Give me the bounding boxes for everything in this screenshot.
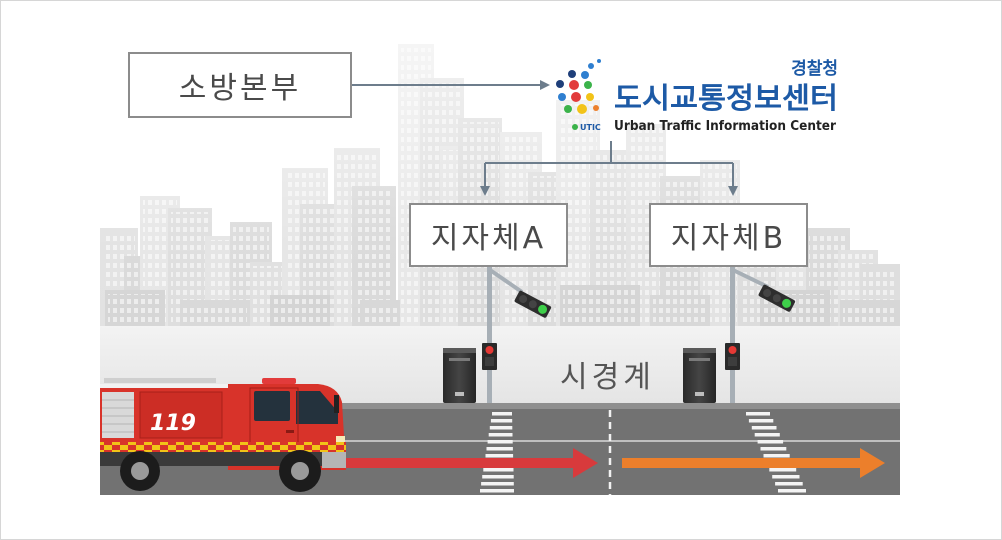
- traffic-signal-icon: [758, 284, 796, 312]
- crosswalk-stripe: [485, 454, 514, 458]
- building: [840, 300, 900, 330]
- crosswalk-stripe: [754, 433, 780, 437]
- signal-arm: [732, 268, 769, 289]
- building: [180, 300, 250, 330]
- signal-controller-icon: [683, 348, 716, 403]
- route-arrow-orange: [622, 448, 885, 478]
- lowrise-buildings: [105, 285, 900, 330]
- building-windows: [363, 304, 397, 330]
- checker-stripe: [100, 442, 346, 452]
- route-arrow-red: [345, 448, 598, 478]
- crosswalk-stripe: [482, 475, 514, 479]
- crosswalk-b: [746, 412, 806, 493]
- connector-hq-to-utic: [352, 80, 550, 90]
- signal-pole: [487, 258, 492, 406]
- arrow-right-icon: [860, 448, 885, 478]
- roof-light: [262, 378, 296, 384]
- arrowhead-icon: [540, 80, 550, 90]
- crosswalk-stripe: [757, 440, 784, 444]
- building-windows: [273, 299, 327, 330]
- traffic-signal-a: [443, 258, 552, 406]
- crosswalk-stripe: [490, 419, 513, 423]
- equipment-shutter: [102, 392, 134, 438]
- building-windows: [843, 304, 897, 330]
- signal-arm: [488, 268, 524, 294]
- arrow-right-icon: [573, 448, 598, 478]
- building-windows: [108, 294, 162, 330]
- crosswalk-stripe: [486, 447, 513, 451]
- wheel: [279, 450, 321, 492]
- building-windows: [183, 304, 247, 330]
- local-gov-a-box: 지자체A: [409, 203, 568, 267]
- crosswalk-stripe: [488, 433, 513, 437]
- signal-pole: [730, 258, 735, 406]
- arrowhead-icon: [728, 186, 738, 196]
- pedestrian-signal-icon: [482, 343, 497, 370]
- fire-hq-box: 소방본부: [128, 52, 352, 118]
- crosswalk-stripe: [481, 482, 514, 486]
- building: [360, 300, 400, 330]
- utic-logo-text: UTIC: [580, 123, 601, 132]
- arrowhead-icon: [480, 186, 490, 196]
- crosswalk-stripe: [763, 454, 790, 458]
- headlight: [336, 436, 345, 442]
- crosswalk-stripe: [480, 489, 514, 493]
- ladder-rack: [104, 378, 216, 383]
- fire-hq-label: 소방본부: [178, 71, 302, 106]
- traffic-signal-b: [683, 258, 796, 406]
- utic-logo: UTIC 경찰청 도시교통정보센터 Urban Traffic Informat…: [556, 58, 838, 134]
- crosswalk-stripe: [751, 426, 777, 430]
- connector-utic-to-local-govs: [480, 141, 738, 196]
- utic-agency-label: 경찰청: [791, 58, 838, 79]
- pedestrian-signal-icon: [725, 343, 740, 370]
- windshield: [296, 391, 338, 424]
- utic-name-ko: 도시교통정보센터: [614, 81, 838, 115]
- crosswalk-stripe: [778, 489, 806, 493]
- crosswalk-stripe: [748, 419, 774, 423]
- lane-line: [345, 440, 900, 442]
- city-boundary-label: 시경계: [560, 360, 655, 395]
- local-gov-a-label: 지자체A: [430, 221, 547, 256]
- building: [650, 295, 710, 330]
- crosswalk-stripe: [483, 468, 514, 472]
- utic-name-en: Urban Traffic Information Center: [614, 119, 837, 134]
- crosswalk-stripe: [492, 412, 512, 416]
- utic-logo-icon: [556, 59, 601, 130]
- wheel: [120, 451, 160, 491]
- signal-controller-icon: [443, 348, 476, 403]
- building: [270, 295, 330, 330]
- fire-truck-icon: 119: [100, 378, 346, 492]
- truck-marking: 119: [150, 411, 196, 436]
- local-gov-b-label: 지자체B: [670, 221, 787, 256]
- local-gov-b-box: 지자체B: [649, 203, 808, 267]
- crosswalk-stripe: [775, 482, 803, 486]
- building-windows: [563, 289, 637, 330]
- front-bumper: [322, 452, 346, 468]
- crosswalk-stripe: [487, 440, 513, 444]
- building: [105, 290, 165, 330]
- building-windows: [653, 299, 707, 330]
- crosswalk-stripe: [760, 447, 787, 451]
- traffic-signal-icon: [514, 290, 552, 318]
- crosswalk-stripe: [769, 468, 797, 472]
- crosswalk-stripe: [772, 475, 800, 479]
- side-window: [254, 391, 290, 421]
- crosswalk-stripe: [489, 426, 513, 430]
- building: [560, 285, 640, 330]
- crosswalk-stripe: [746, 412, 770, 416]
- curb: [100, 403, 900, 409]
